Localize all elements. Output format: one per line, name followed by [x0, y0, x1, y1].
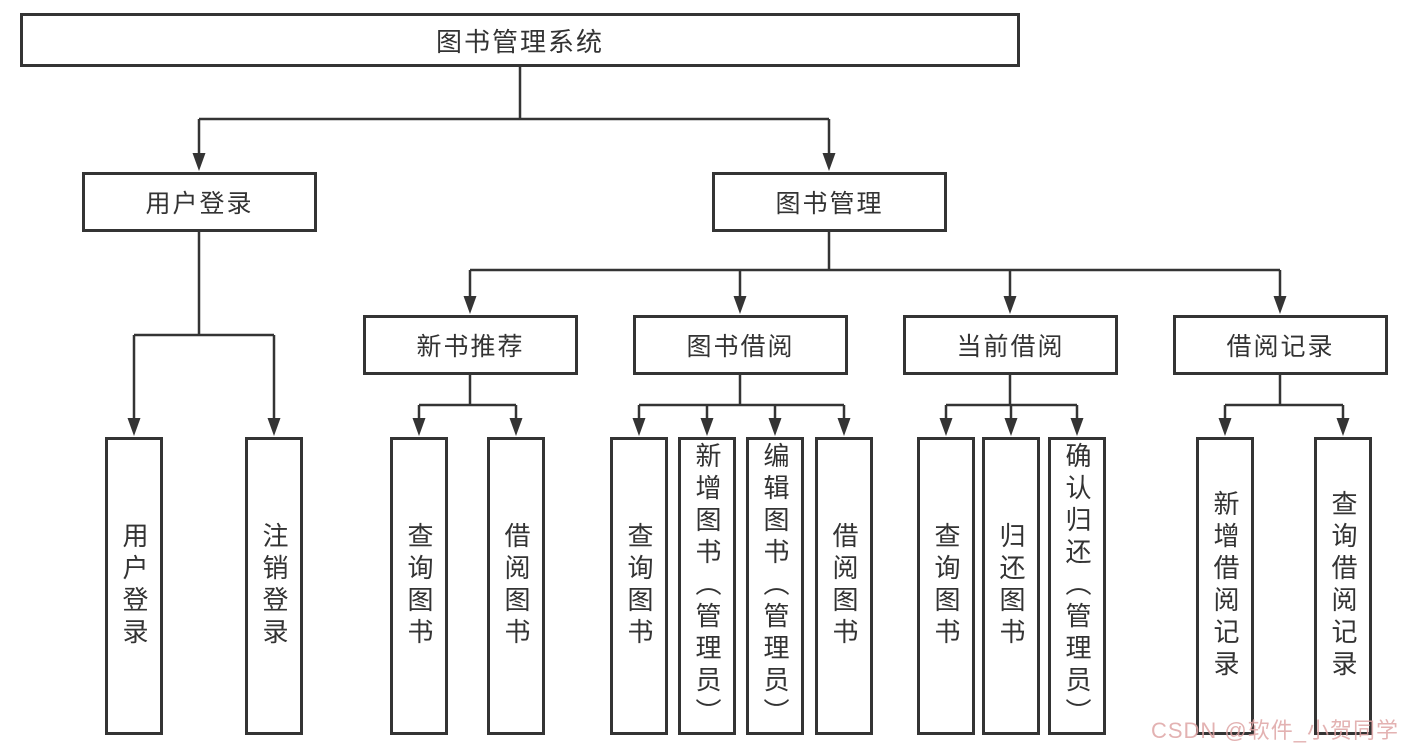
leaf-borrow-books-recommend: 借阅图书 [487, 437, 545, 735]
arrowhead-down-icon [700, 418, 714, 436]
arrowhead-down-icon [822, 153, 836, 171]
node-label: 归还图书 [996, 522, 1026, 650]
arrowhead-down-icon [1336, 418, 1350, 436]
leaf-add-book-admin: 新增图书（管理员） [678, 437, 736, 735]
connector-newbook-to-leaves [417, 375, 518, 424]
leaf-edit-book-admin: 编辑图书（管理员） [746, 437, 804, 735]
node-label: 查询图书 [931, 522, 961, 650]
connector-bookmgmt-to-level3 [468, 232, 1282, 302]
csdn-watermark: CSDN @软件_小贺同学 [1150, 718, 1399, 743]
node-label: 编辑图书（管理员） [760, 442, 790, 730]
arrowhead-down-icon [463, 296, 477, 314]
node-label: 新增借阅记录 [1210, 490, 1240, 682]
node-label: 查询借阅记录 [1328, 490, 1358, 682]
leaf-query-borrow-record: 查询借阅记录 [1314, 437, 1372, 735]
node-label: 图书管理系统 [435, 26, 604, 57]
connector-userlogin-to-leaves [132, 232, 276, 424]
leaf-return-book: 归还图书 [982, 437, 1040, 735]
node-book-management: 图书管理 [712, 172, 947, 232]
node-borrowing-records: 借阅记录 [1173, 315, 1388, 375]
node-label: 新增图书（管理员） [692, 442, 722, 730]
node-label: 新书推荐 [416, 333, 525, 361]
node-label: 查询图书 [404, 522, 434, 650]
arrowhead-down-icon [1004, 418, 1018, 436]
connector-root-to-level2 [197, 67, 831, 159]
arrowhead-down-icon [267, 418, 281, 436]
connector-borrowing-to-leaves [637, 375, 846, 424]
arrowhead-down-icon [733, 296, 747, 314]
leaf-query-books-recommend: 查询图书 [390, 437, 448, 735]
node-current-borrowing: 当前借阅 [903, 315, 1118, 375]
node-label: 用户登录 [145, 190, 254, 218]
arrowhead-down-icon [192, 153, 206, 171]
arrowhead-down-icon [1070, 418, 1084, 436]
arrowhead-down-icon [1003, 296, 1017, 314]
leaf-add-borrow-record: 新增借阅记录 [1196, 437, 1254, 735]
arrowhead-down-icon [768, 418, 782, 436]
node-label: 图书管理 [775, 190, 884, 218]
node-label: 借阅图书 [501, 522, 531, 650]
node-label: 确认归还（管理员） [1062, 442, 1092, 730]
arrowhead-down-icon [412, 418, 426, 436]
arrowhead-down-icon [509, 418, 523, 436]
node-label: 查询图书 [624, 522, 654, 650]
leaf-query-books-current: 查询图书 [917, 437, 975, 735]
arrowhead-down-icon [939, 418, 953, 436]
leaf-query-books-borrowing: 查询图书 [610, 437, 668, 735]
leaf-confirm-return-admin: 确认归还（管理员） [1048, 437, 1106, 735]
node-book-borrowing: 图书借阅 [633, 315, 848, 375]
connector-current-to-leaves [944, 375, 1079, 424]
node-label: 图书借阅 [686, 333, 795, 361]
node-label: 当前借阅 [956, 333, 1065, 361]
arrowhead-down-icon [632, 418, 646, 436]
leaf-logout: 注销登录 [245, 437, 303, 735]
node-label: 借阅记录 [1226, 333, 1335, 361]
arrowhead-down-icon [1218, 418, 1232, 436]
node-label: 用户登录 [119, 522, 149, 650]
node-label: 注销登录 [259, 522, 289, 650]
node-library-system: 图书管理系统 [20, 13, 1020, 67]
connector-records-to-leaves [1223, 375, 1345, 424]
arrowhead-down-icon [1273, 296, 1287, 314]
arrowhead-down-icon [127, 418, 141, 436]
leaf-borrow-books-borrowing: 借阅图书 [815, 437, 873, 735]
node-new-book-recommend: 新书推荐 [363, 315, 578, 375]
node-user-login: 用户登录 [82, 172, 317, 232]
leaf-user-login: 用户登录 [105, 437, 163, 735]
node-label: 借阅图书 [829, 522, 859, 650]
arrowhead-down-icon [837, 418, 851, 436]
